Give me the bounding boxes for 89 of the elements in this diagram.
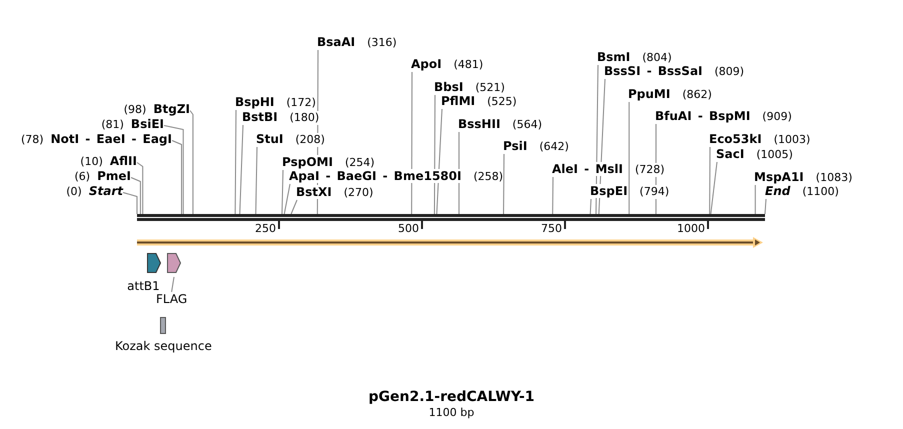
enzyme-name: AleI - MslI (552, 162, 624, 176)
site-position: (208) (295, 133, 325, 147)
site-position: (78) (20, 133, 44, 147)
site-position: (525) (487, 95, 517, 109)
feature-label: attB1 (127, 279, 160, 293)
enzyme-name: BstXI (296, 185, 332, 199)
enzyme-name: BssHII (458, 117, 500, 131)
enzyme-name: PspOMI (282, 155, 333, 169)
site-position: (481) (454, 58, 484, 72)
leader-line (590, 198, 592, 214)
tick-label: 250 (255, 223, 276, 235)
enzyme-name: ApaI - BaeGI - Bme1580I (289, 169, 462, 183)
site-position: (642) (539, 140, 569, 154)
diagram-title: pGen2.1-redCALWY-1 (367, 389, 536, 405)
enzyme-name: NotI - EaeI - EagI (50, 132, 172, 146)
site-position: (564) (512, 118, 542, 132)
site-position: (521) (475, 81, 505, 95)
leader-line (710, 162, 718, 214)
site-position: (804) (642, 51, 672, 65)
leader-line (122, 192, 138, 214)
leader-line (552, 176, 554, 214)
site-position: (794) (640, 185, 670, 199)
site-position: (1003) (774, 133, 810, 147)
leader-line (190, 110, 194, 214)
enzyme-name: AflII (110, 154, 137, 168)
enzyme-name: BstBI (242, 110, 278, 124)
site-position: (728) (635, 163, 665, 177)
sequence-backbone (137, 214, 765, 221)
tick-label: 750 (541, 223, 562, 235)
enzyme-name: BtgZI (153, 102, 190, 116)
enzyme-name: PpuMI (628, 87, 670, 101)
enzyme-name: BsaAI (317, 35, 356, 49)
leader-line (282, 170, 284, 214)
leader-line (709, 146, 710, 214)
leader-line (136, 162, 144, 214)
site-position: (909) (762, 110, 792, 124)
site-position: (98) (124, 103, 146, 117)
site-position: (316) (367, 36, 397, 50)
enzyme-name: BsmI (597, 50, 630, 64)
site-position: (1100) (802, 185, 839, 199)
site-position: (180) (290, 111, 320, 125)
site-position: (862) (682, 88, 712, 102)
leader-line (754, 184, 756, 214)
leader-line (255, 146, 258, 214)
leader-line (239, 124, 244, 214)
site-position: (1083) (816, 171, 852, 185)
leader-line (628, 102, 630, 214)
enzyme-name: BsiEI (130, 117, 164, 131)
feature-label: Kozak sequence (115, 339, 212, 353)
enzyme-name: MspA1I (754, 170, 804, 184)
tick-label: 500 (398, 223, 419, 235)
leader-line (172, 140, 182, 214)
enzyme-name: BbsI (434, 80, 464, 94)
enzyme-name: PflMI (441, 94, 476, 108)
leader-line (411, 72, 412, 214)
site-position: (254) (344, 156, 375, 170)
enzyme-name: BspEI (590, 184, 628, 198)
site-position: (1005) (756, 148, 793, 162)
enzyme-name: PsiI (503, 139, 528, 153)
enzyme-name: Eco53kI (709, 132, 762, 146)
leader-line (284, 184, 290, 214)
leader-line (171, 276, 174, 292)
leader-line (434, 94, 436, 214)
leader-line (290, 200, 298, 214)
enzyme-name: BspHI (235, 95, 274, 109)
enzyme-name: BfuAI - BspMI (655, 109, 750, 123)
site-position: (6) (74, 170, 90, 184)
leader-line (764, 198, 766, 214)
enzyme-name: PmeI (97, 169, 131, 183)
site-position: (10) (80, 155, 103, 169)
enzyme-name: SacI (716, 147, 744, 161)
site-position: (172) (286, 96, 316, 110)
enzyme-name: Start (88, 184, 123, 198)
leader-line (234, 110, 236, 214)
leader-line (130, 177, 141, 214)
feature-label: FLAG (156, 292, 188, 306)
site-position: (81) (101, 118, 124, 132)
enzyme-name: End (765, 184, 790, 198)
site-position: (270) (344, 186, 374, 200)
tick-label: 1000 (677, 223, 705, 235)
enzyme-name: StuI (256, 132, 284, 146)
site-position: (809) (714, 65, 744, 79)
site-position: (0) (66, 185, 82, 199)
enzyme-name: ApoI (411, 57, 442, 71)
sequence-length: 1100 bp (428, 406, 476, 419)
site-position: (258) (473, 170, 504, 184)
leader-line (503, 154, 504, 214)
enzyme-name: BssSI - BssSaI (604, 64, 703, 78)
leader-line (164, 125, 184, 214)
